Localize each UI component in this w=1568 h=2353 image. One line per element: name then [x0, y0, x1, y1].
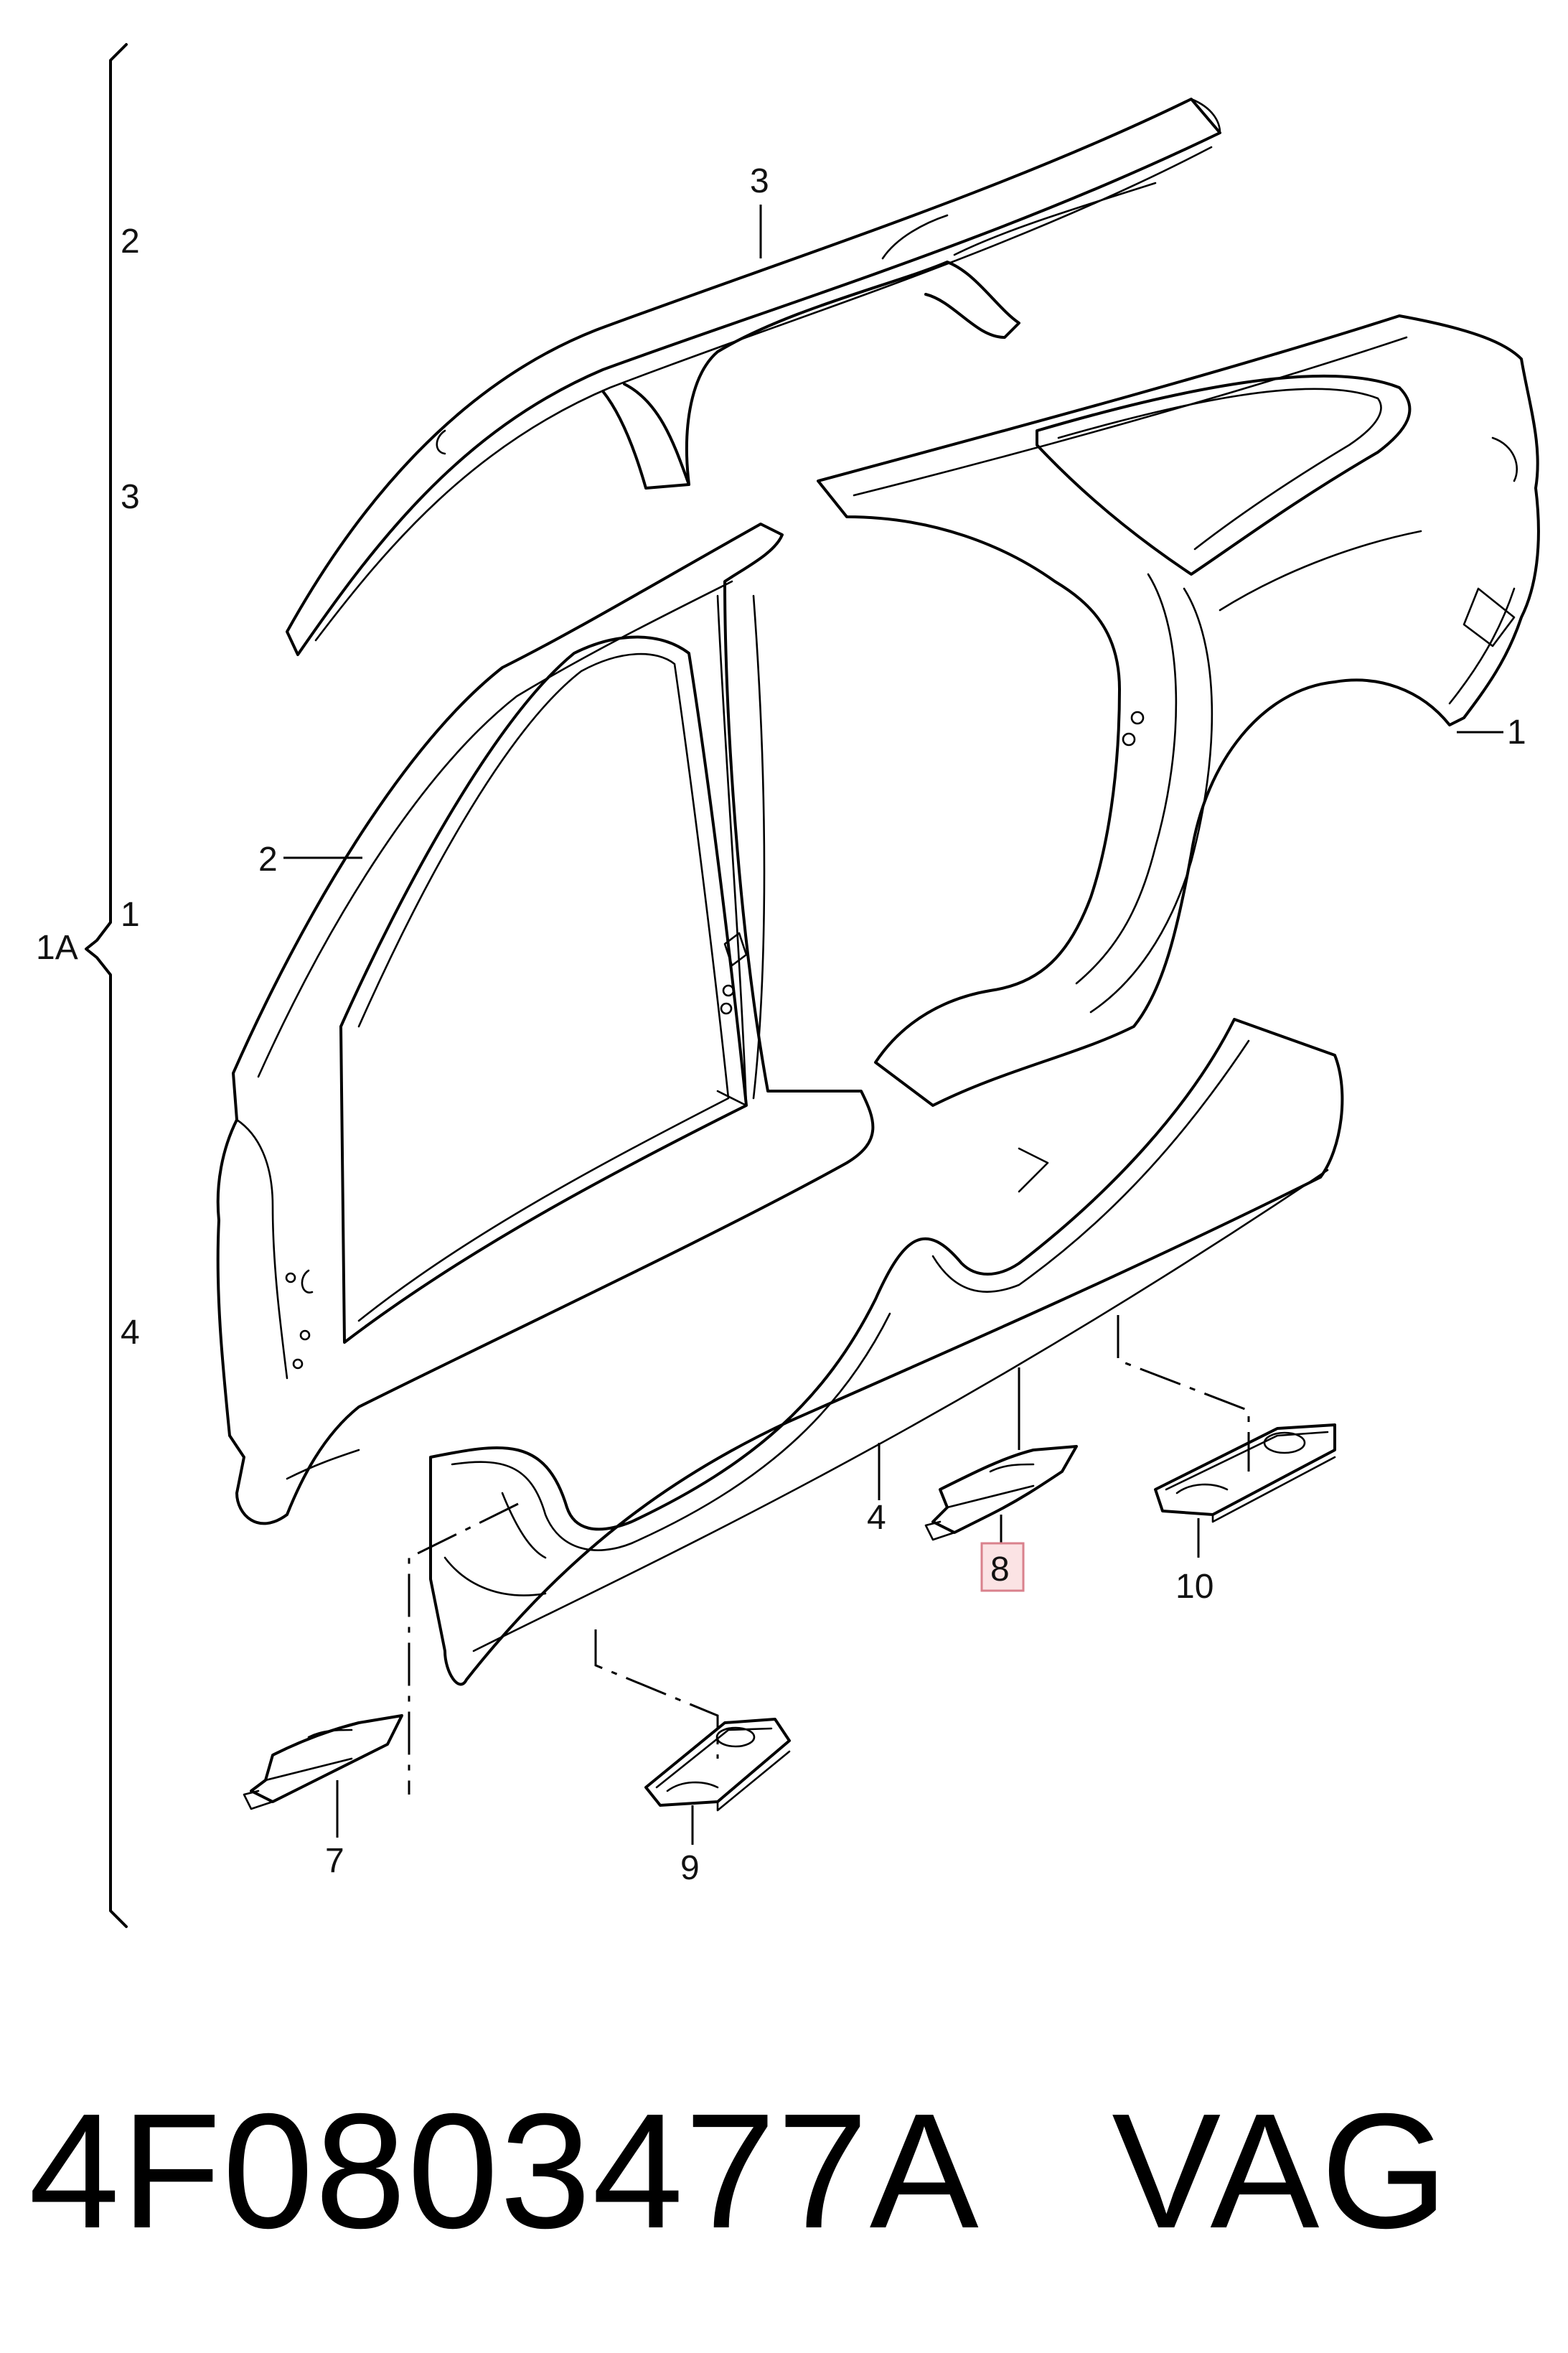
callout-7: 7: [325, 1842, 344, 1880]
part-number: 4F0803477A: [29, 2080, 972, 2263]
ref-line-10: [1117, 1315, 1250, 1472]
bracket-part-7: [243, 1714, 403, 1810]
brand-name: VAG: [1112, 2080, 1450, 2263]
callout-8: 8: [990, 1550, 1010, 1589]
part-number-caption: 4F0803477A VAG: [29, 2067, 1550, 2275]
brace-label-3: 3: [121, 478, 140, 516]
callout-3: 3: [750, 162, 769, 200]
ref-line-7: [408, 1502, 519, 1795]
brace-label-4: 4: [121, 1314, 140, 1352]
callout-10: 10: [1175, 1568, 1213, 1606]
sill-panel-part: [429, 1018, 1344, 1686]
brace-label-1a: 1A: [36, 929, 78, 967]
drain-cup-part-9: [644, 1718, 791, 1812]
front-side-frame-part: [216, 523, 875, 1525]
brace-label-2: 2: [121, 223, 140, 261]
callout-9: 9: [680, 1849, 700, 1887]
callout-8-highlight: [980, 1542, 1025, 1592]
callout-4: 4: [867, 1499, 886, 1537]
callout-2: 2: [258, 841, 278, 879]
ref-line-9: [594, 1629, 719, 1759]
bracket-part-8: [924, 1445, 1078, 1541]
drain-cup-part-10: [1154, 1423, 1336, 1523]
brace-label-1: 1: [121, 896, 140, 934]
callout-1: 1: [1507, 714, 1526, 752]
roof-rail-part: [286, 98, 1221, 656]
rear-quarter-panel-part: [817, 314, 1540, 1107]
group-brace: [85, 43, 128, 1928]
